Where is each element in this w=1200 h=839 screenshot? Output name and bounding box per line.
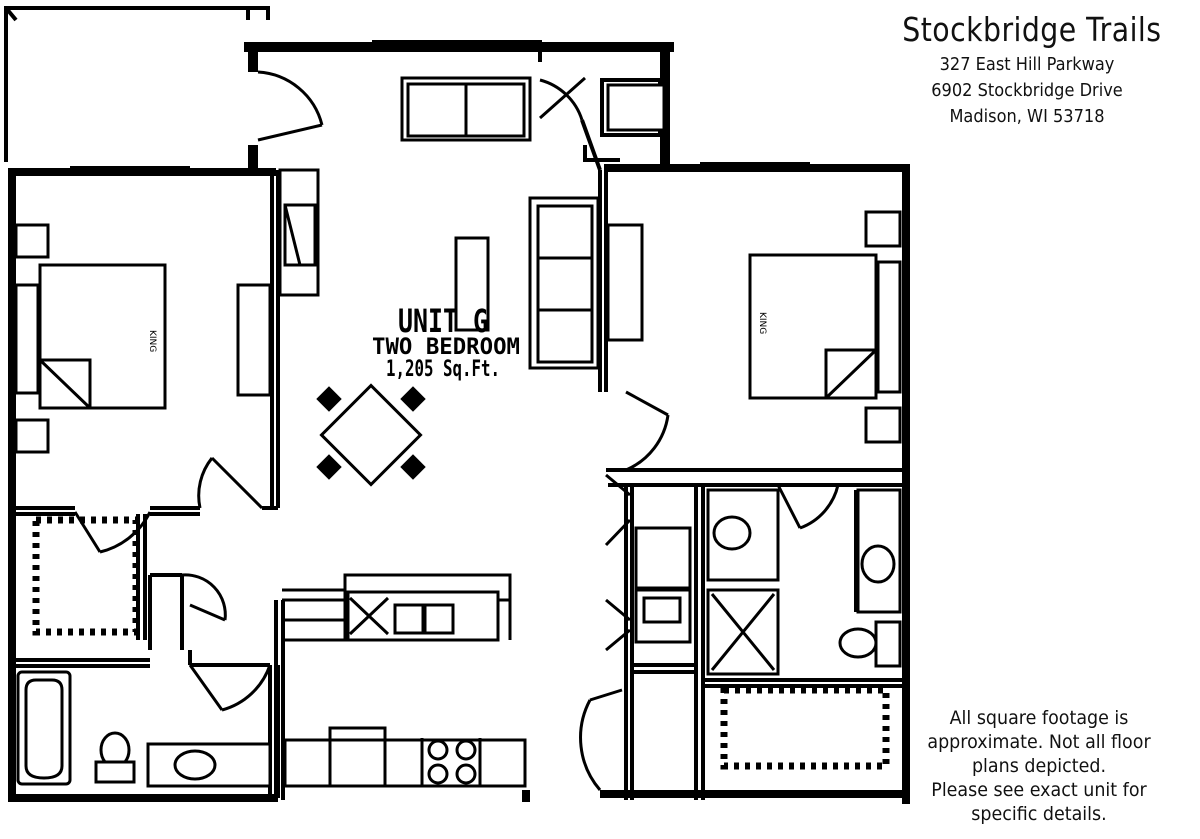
unit-label: UNIT G TWO BEDROOM 1,205 Sq.Ft. xyxy=(372,302,520,382)
left-bathroom xyxy=(16,670,272,788)
living-room-furniture xyxy=(316,76,666,487)
address-line-2: 6902 Stockbridge Drive xyxy=(931,80,1123,101)
left-bedroom-furniture: KING xyxy=(14,168,320,454)
doors xyxy=(73,70,840,791)
bed-left-label: KING xyxy=(147,330,157,352)
bed-right-label: KING xyxy=(757,312,767,334)
balcony xyxy=(4,6,270,162)
unit-area: 1,205 Sq.Ft. xyxy=(386,357,500,382)
disclaimer-line-1: All square footage is xyxy=(949,707,1129,729)
disclaimer-line-5: specific details. xyxy=(971,803,1107,825)
kitchen xyxy=(283,590,527,788)
unit-type: TWO BEDROOM xyxy=(372,335,520,360)
unit-name: UNIT G xyxy=(398,302,488,340)
right-bedroom-furniture: KING xyxy=(748,210,902,444)
disclaimer: All square footage is approximate. Not a… xyxy=(906,706,1172,826)
exterior-walls xyxy=(8,40,910,804)
laundry xyxy=(634,526,692,644)
interior-walls xyxy=(14,50,902,800)
right-bathroom xyxy=(706,488,902,676)
disclaimer-line-2: approximate. Not all floor xyxy=(927,731,1151,753)
property-title: Stockbridge Trails xyxy=(902,10,1162,49)
disclaimer-line-4: Please see exact unit for xyxy=(931,779,1147,801)
dining-table xyxy=(316,383,426,487)
address-line-3: Madison, WI 53718 xyxy=(949,106,1105,127)
property-header: Stockbridge Trails 327 East Hill Parkway… xyxy=(882,8,1172,130)
disclaimer-line-3: plans depicted. xyxy=(971,755,1107,777)
address-line-1: 327 East Hill Parkway xyxy=(939,54,1115,75)
